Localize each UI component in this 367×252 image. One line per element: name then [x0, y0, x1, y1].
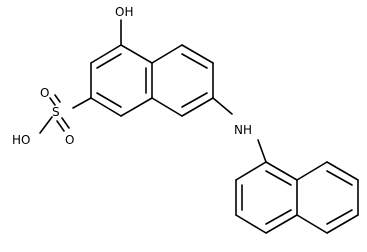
bond-double-inner [326, 209, 353, 225]
bond-double-inner [96, 92, 122, 108]
bond [235, 214, 267, 234]
bond-amine-to-ring [257, 139, 267, 163]
bond-double-inner [96, 53, 122, 69]
bond-double-inner [326, 170, 353, 186]
bond [181, 44, 214, 64]
bond [90, 44, 122, 64]
atom-label-sulfur: S [52, 105, 60, 119]
bond [120, 44, 153, 64]
bond-s-o-double [54, 94, 61, 103]
atom-label-hydroxyl-sulfonic: HO [12, 133, 30, 147]
bond [265, 161, 298, 181]
bond-double-inner [181, 53, 208, 69]
bond [326, 161, 359, 181]
bond-s-o-double [49, 97, 56, 106]
bond [235, 161, 267, 181]
bond-double-inner [181, 92, 208, 108]
bond [265, 214, 298, 234]
bond [326, 214, 359, 234]
bond-group-sulfonic-acid [39, 94, 70, 134]
bond-s-o-double [56, 120, 65, 132]
bond [296, 161, 328, 181]
atom-label-oxygen-top: O [40, 86, 49, 100]
bond-s-o-double [61, 117, 70, 129]
bond [151, 44, 183, 64]
bond [296, 214, 328, 234]
atom-label-amine: NH [234, 123, 252, 137]
bond-s-oh [39, 116, 53, 134]
bond [181, 97, 214, 117]
bond-group-upper-naphthalene [72, 19, 233, 117]
bond-to-sulfur [72, 97, 92, 109]
bond-to-amine [212, 97, 233, 115]
bond [151, 97, 183, 117]
bond-double-inner [265, 170, 292, 186]
atom-label-hydroxyl: OH [115, 5, 133, 19]
bond [90, 97, 122, 117]
bond-double-inner [265, 209, 292, 225]
bond [120, 97, 153, 117]
bond-group-lower-naphthalene [235, 139, 359, 234]
atom-label-oxygen-bottom: O [65, 133, 74, 147]
